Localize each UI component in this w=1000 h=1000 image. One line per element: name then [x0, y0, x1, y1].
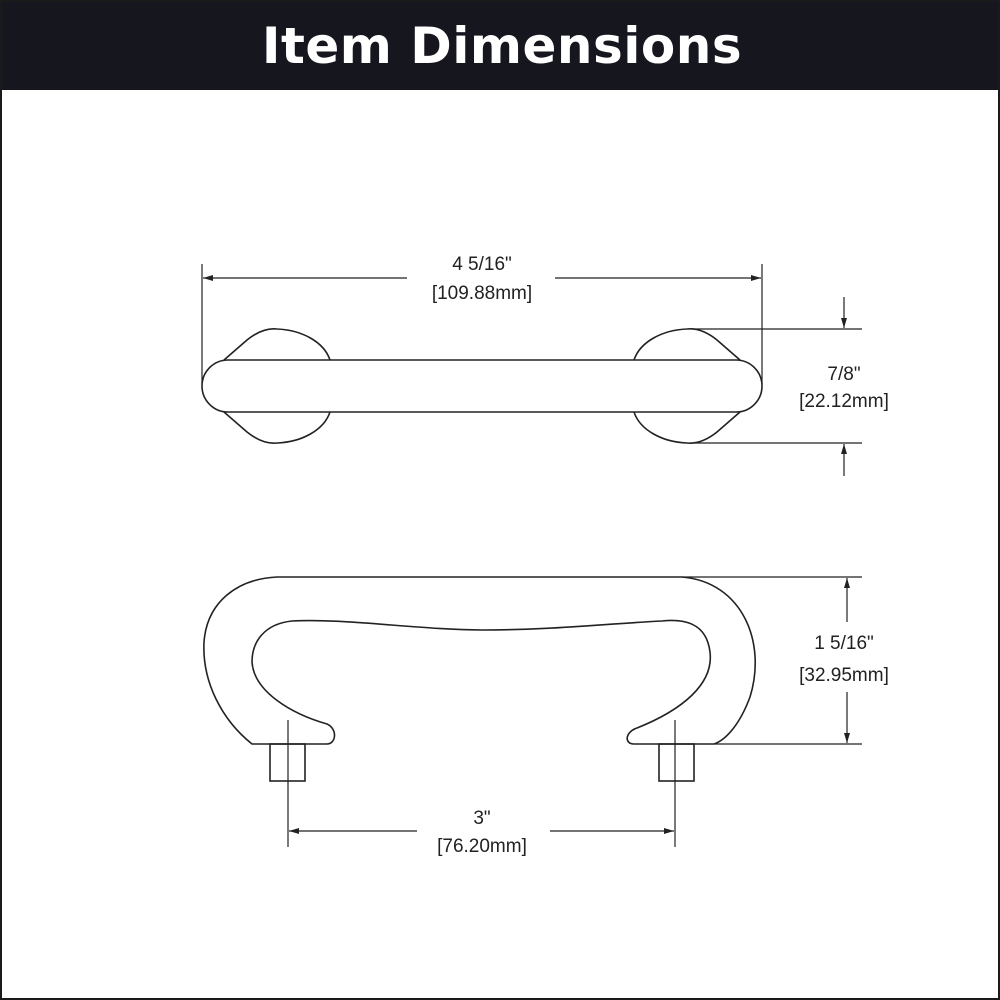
projection-dimension — [682, 576, 862, 745]
handle-bar-top — [201, 359, 763, 413]
page-title: Item Dimensions — [261, 17, 743, 75]
center-to-center-metric: [76.20mm] — [437, 836, 527, 857]
left-rosette — [223, 328, 331, 444]
rosette-metric: [22.12mm] — [799, 391, 889, 412]
header-bar: Item Dimensions — [2, 2, 998, 90]
overall-length-imperial: 4 5/16" — [452, 254, 512, 275]
overall-length-metric: [109.88mm] — [432, 283, 532, 304]
projection-metric: [32.95mm] — [799, 665, 889, 686]
handle-profile — [203, 576, 757, 745]
center-to-center-dimension — [287, 720, 676, 847]
handle-side-view — [203, 576, 757, 782]
center-to-center-imperial: 3" — [473, 808, 490, 829]
handle-top-view — [201, 328, 763, 444]
rosette-dimension — [692, 297, 862, 476]
projection-imperial: 1 5/16" — [814, 633, 874, 654]
right-rosette — [633, 328, 741, 444]
rosette-imperial: 7/8" — [827, 364, 860, 385]
right-post — [658, 743, 695, 782]
overall-length-dimension — [201, 264, 763, 384]
